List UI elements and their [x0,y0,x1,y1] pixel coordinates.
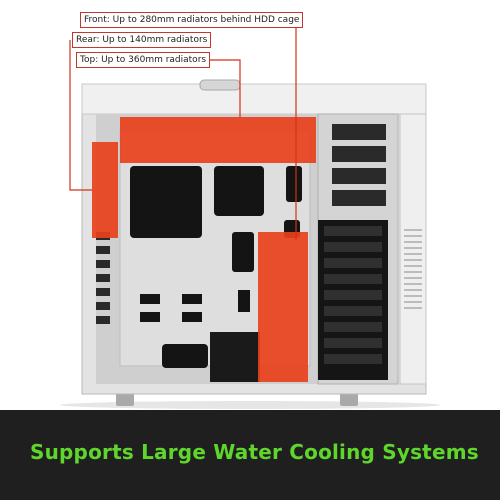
rear-radiator-highlight [92,142,118,238]
cable-cutout-1 [286,166,302,202]
case-foot-left [116,392,134,406]
top-panel [81,83,427,115]
hole-2 [182,294,202,304]
feature-banner: Supports Large Water Cooling Systems [0,410,500,500]
front-radiator-callout: Front: Up to 280mm radiators behind HDD … [80,12,304,28]
top-handle [199,79,241,91]
psu-fan [210,332,260,382]
hole-3 [140,312,160,322]
front-radiator-highlight [258,232,308,382]
feature-headline: Supports Large Water Cooling Systems [30,440,479,464]
rear-callout-line [69,40,92,191]
psu-cutout [162,344,208,368]
tray-cutout [214,166,264,216]
case-foot-right [340,392,358,406]
rear-radiator-callout: Rear: Up to 140mm radiators [72,32,212,48]
hole-4 [182,312,202,322]
optical-bay-4 [332,190,386,206]
cable-cutout-2 [232,232,254,272]
cpu-cutout [130,166,202,238]
optical-bay-3 [332,168,386,184]
front-panel [399,113,427,385]
pc-case-illustration [60,19,440,409]
product-image: Front: Up to 280mm radiators behind HDD … [60,12,440,409]
top-callout-line [200,59,241,117]
hole-1 [140,294,160,304]
hdd-cage [318,220,388,380]
optical-bay-2 [332,146,386,162]
front-vent [404,229,422,309]
hole-5 [238,290,250,312]
top-radiator-callout: Top: Up to 360mm radiators [76,52,211,68]
top-radiator-highlight [120,117,316,163]
optical-bay-1 [332,124,386,140]
